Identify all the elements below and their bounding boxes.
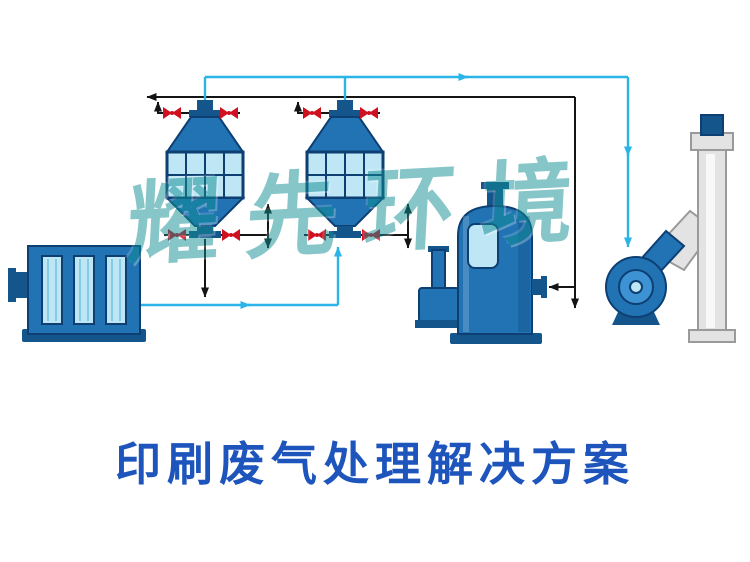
tower-top-pipe bbox=[487, 186, 503, 210]
spray-tower bbox=[415, 182, 547, 344]
panel-detail-lines bbox=[47, 259, 121, 321]
carbon-panel bbox=[41, 255, 63, 325]
circulation-pump bbox=[418, 287, 460, 323]
inspection-window bbox=[467, 223, 499, 269]
page-title: 印刷废气处理解决方案 bbox=[115, 439, 635, 490]
tower-highlight bbox=[463, 216, 469, 332]
pump-pipe bbox=[431, 249, 446, 293]
carbon-panel bbox=[73, 255, 95, 325]
tower-side-flange bbox=[541, 276, 547, 298]
box-inlet-flange bbox=[8, 268, 16, 302]
pump-base bbox=[415, 320, 463, 328]
filter-unit-2 bbox=[298, 100, 408, 248]
flow-lines-black bbox=[146, 93, 579, 309]
carbon-panel bbox=[105, 255, 127, 325]
stack-foot bbox=[688, 329, 736, 343]
exhaust-stack bbox=[650, 114, 736, 343]
tower-shading bbox=[518, 216, 530, 332]
stack-cap bbox=[700, 114, 724, 136]
filter-unit-1 bbox=[158, 100, 268, 248]
fan-hub bbox=[629, 280, 643, 294]
tower-top-flange bbox=[481, 182, 509, 189]
box-inlet-pipe bbox=[14, 272, 30, 298]
tower-base bbox=[450, 333, 542, 344]
stack-highlight bbox=[706, 154, 715, 328]
activated-carbon-box bbox=[8, 245, 146, 342]
centrifugal-fan bbox=[605, 229, 686, 325]
tower-side-pipe bbox=[532, 279, 541, 295]
